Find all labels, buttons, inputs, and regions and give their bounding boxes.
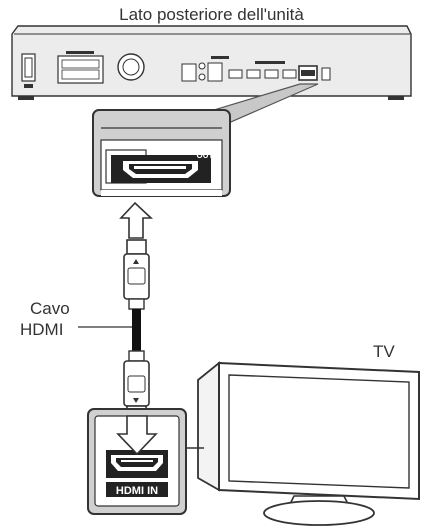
port-in-label: HDMI IN	[116, 485, 158, 497]
hdmi-in-port-zoom: HDMI IN	[87, 408, 187, 515]
rear-panel-title: Lato posteriore dell'unità	[119, 5, 304, 24]
arrow-into-player-icon	[119, 201, 154, 239]
hdmi-cable	[123, 239, 150, 417]
tv-label: TV	[373, 342, 395, 361]
cable-label-line2: HDMI	[20, 320, 64, 339]
player-rear-panel	[11, 25, 412, 100]
port-out-label: OUT	[197, 151, 214, 160]
cable-label-line1: Cavo	[30, 299, 70, 318]
hdmi-out-port-zoom: OUT	[92, 109, 231, 197]
arrow-into-tv-icon	[116, 415, 158, 456]
tv-illustration	[197, 361, 420, 526]
